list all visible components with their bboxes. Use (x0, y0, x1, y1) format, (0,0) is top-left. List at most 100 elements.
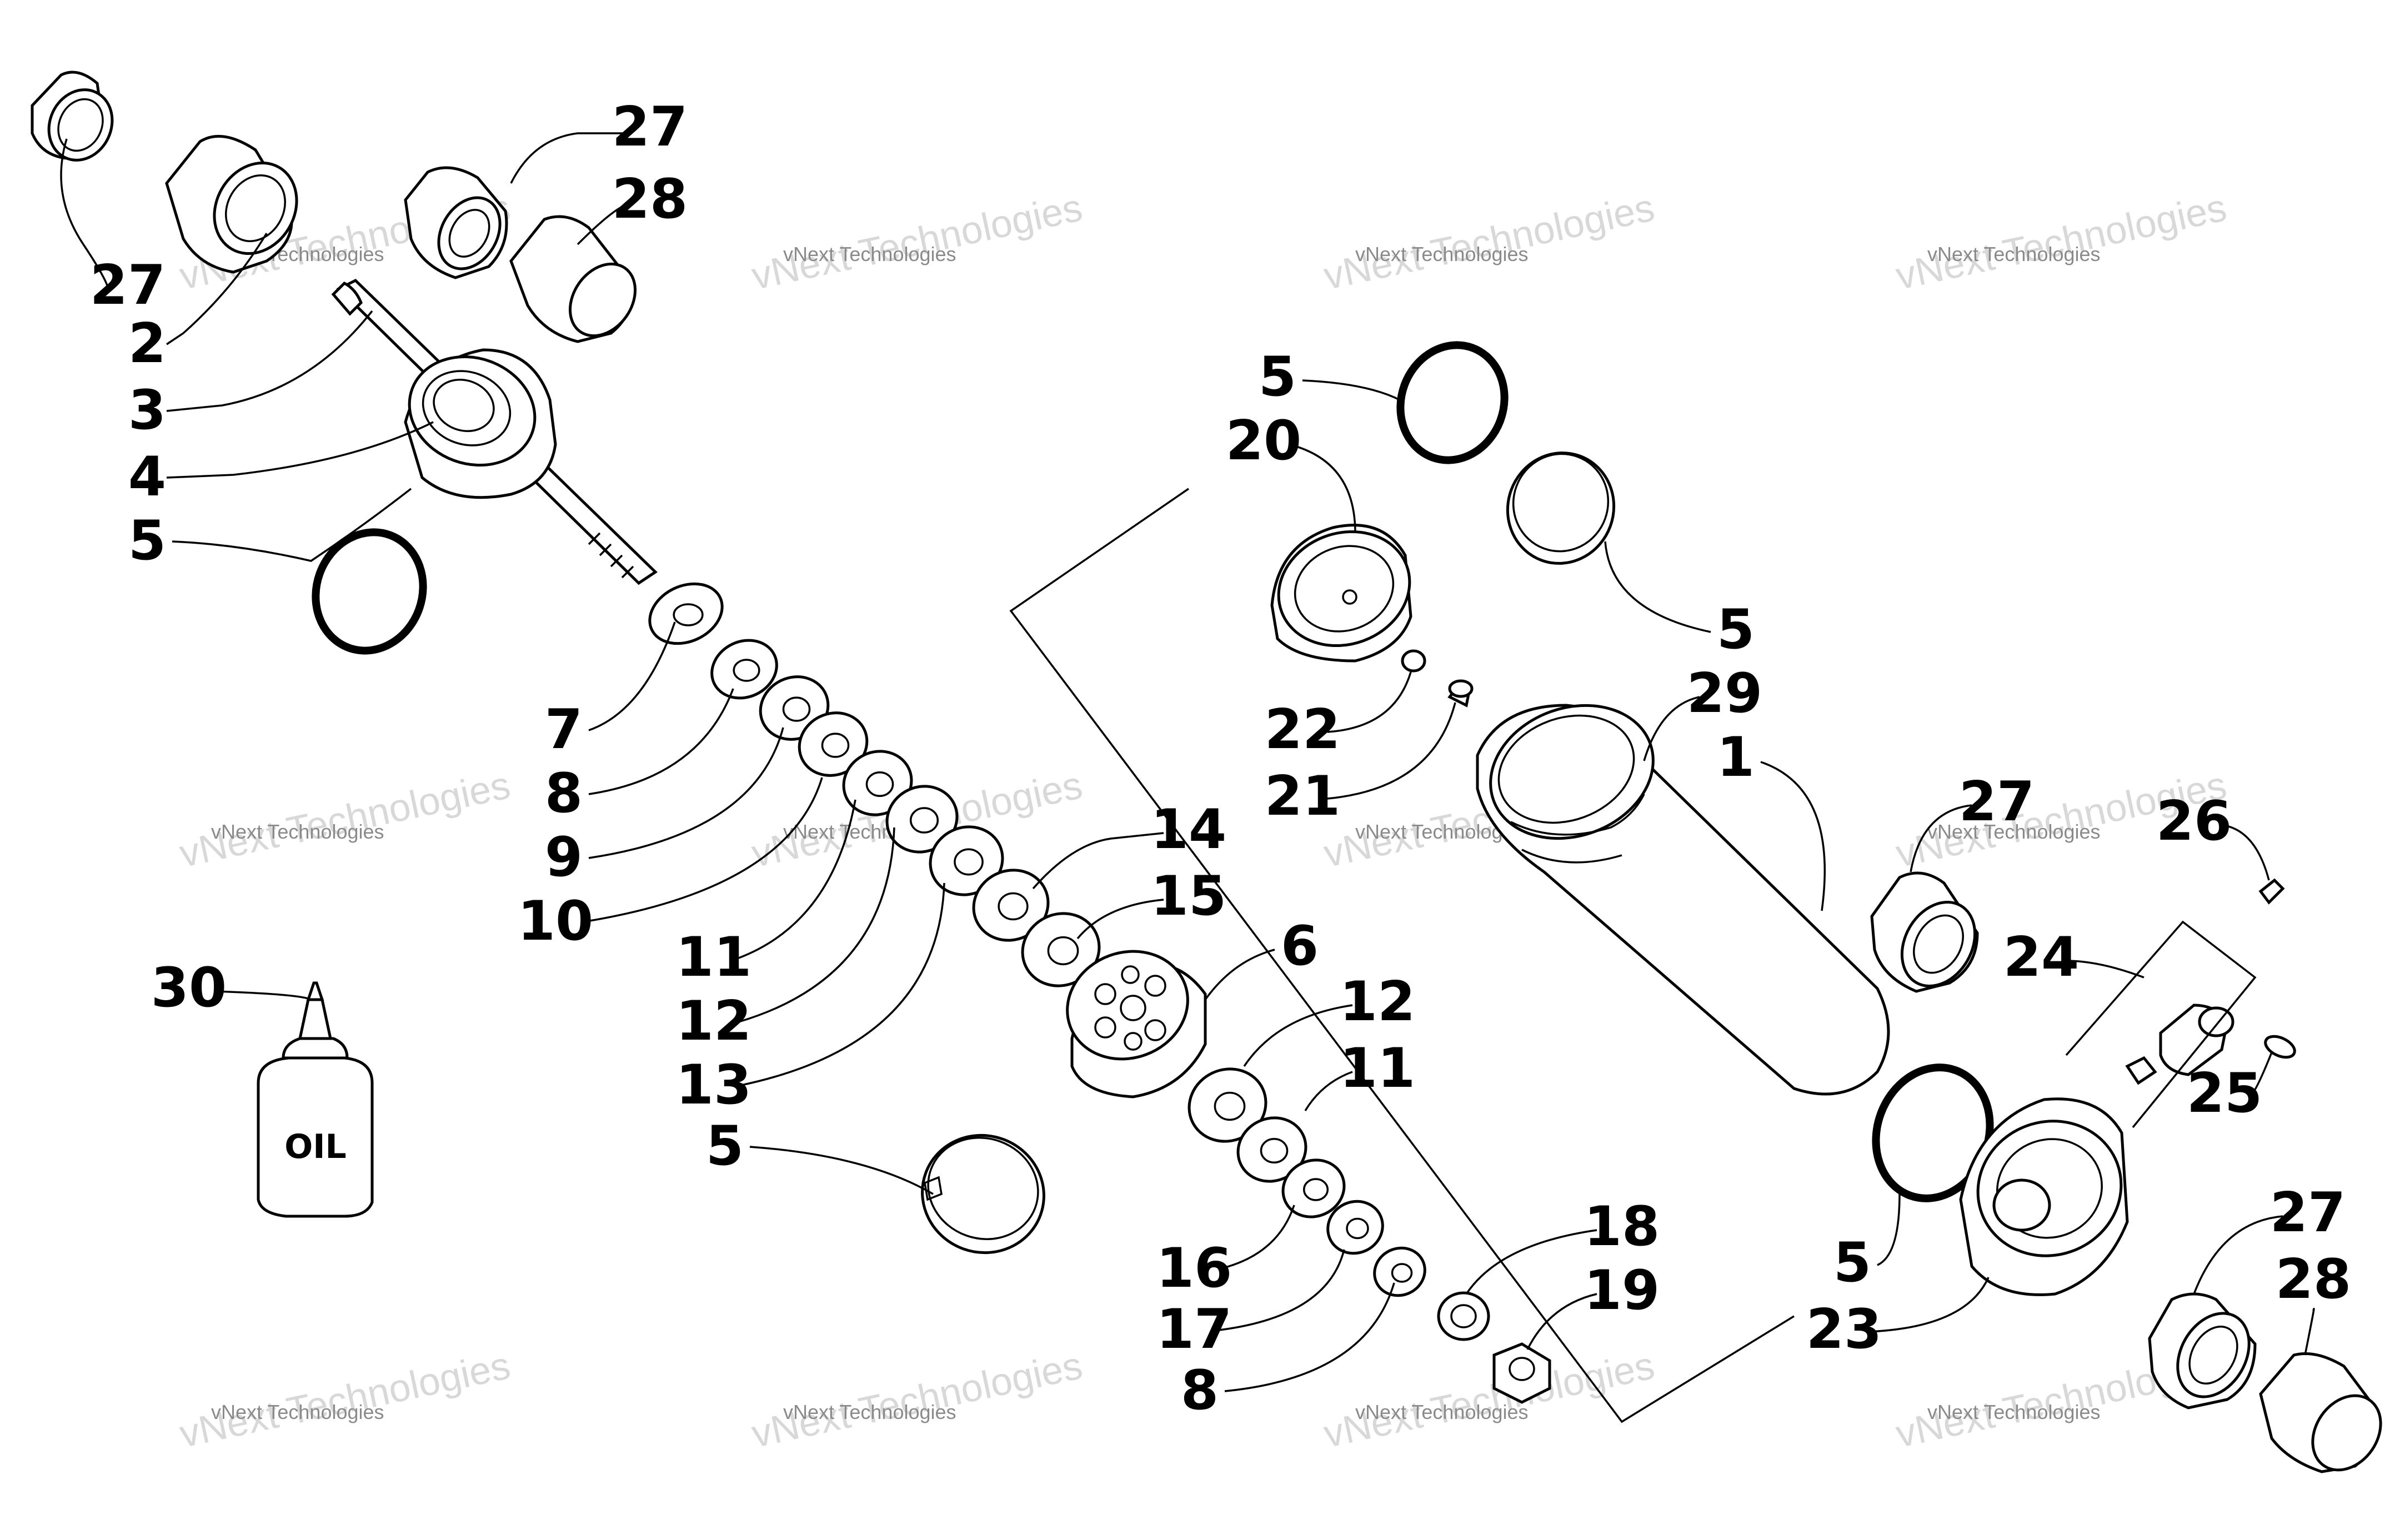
callout-2: 2 (128, 312, 166, 375)
callout-27: 27 (2270, 1181, 2346, 1245)
watermark-small: vNext Technologies (211, 820, 384, 843)
callout-14: 14 (1151, 798, 1226, 861)
bushing-27-top-left (31, 71, 114, 162)
watermark-small: vNext Technologies (783, 1401, 956, 1423)
leader-line-c11b (1304, 1071, 1353, 1111)
callout-5: 5 (128, 509, 166, 573)
watermark-small: vNext Technologies (1355, 1401, 1529, 1423)
washer-22 (1401, 649, 1426, 673)
callout-17: 17 (1156, 1298, 1232, 1361)
watermark-large: vNext Technologies (1320, 185, 1659, 298)
callout-18: 18 (1584, 1195, 1660, 1258)
watermark-large: vNext Technologies (748, 1343, 1086, 1456)
leader-line-c13 (738, 882, 945, 1087)
leader-line-c24 (2066, 960, 2145, 979)
leader-line-c5a (172, 488, 412, 562)
callout-9: 9 (545, 826, 583, 889)
leader-line-c4 (166, 421, 434, 479)
leader-line-c23 (1868, 1277, 1990, 1333)
callout-28: 28 (612, 168, 688, 231)
shim-washer (1373, 1246, 1426, 1297)
callout-20: 20 (1226, 409, 1301, 473)
shim-washer (1188, 1067, 1267, 1143)
piston-band-5-top (1506, 452, 1616, 565)
leader-line-c27b (510, 132, 625, 184)
leader-line-c28b (2304, 1307, 2315, 1356)
assembly-bracket (1009, 488, 1795, 1423)
leader-line-c11a (738, 799, 856, 959)
callout-5: 5 (706, 1115, 744, 1178)
bracket-24 (2065, 920, 2257, 1128)
leader-line-c19 (1526, 1293, 1597, 1350)
callout-11: 11 (1340, 1037, 1415, 1100)
leader-line-c22 (1327, 671, 1412, 733)
piston-band-5 (921, 1133, 1045, 1255)
callout-23: 23 (1806, 1298, 1882, 1361)
callout-24: 24 (2003, 926, 2079, 989)
watermark-small: vNext Technologies (1355, 243, 1529, 265)
callout-8: 8 (1181, 1359, 1219, 1422)
watermark-small: vNext Technologies (1927, 820, 2101, 843)
oil-label: OIL (284, 1127, 347, 1166)
leader-line-c27d (2193, 1215, 2283, 1295)
leader-lines (60, 132, 2315, 1392)
leader-line-c14 (1032, 832, 1164, 890)
bushing-27-top (404, 166, 508, 279)
leader-line-c5c (1302, 379, 1400, 401)
leader-line-c10 (583, 777, 823, 923)
callout-27: 27 (1959, 770, 2035, 834)
callout-5: 5 (1833, 1231, 1871, 1295)
leader-line-c5b (749, 1146, 934, 1195)
leader-line-c27a (60, 138, 109, 289)
screw-26 (2258, 878, 2285, 905)
shim-washer (1281, 1158, 1346, 1218)
callout-12: 12 (676, 990, 751, 1053)
callout-19: 19 (1584, 1259, 1660, 1322)
leader-line-c2 (166, 233, 268, 345)
callout-7: 7 (545, 698, 583, 761)
watermark-large: vNext Technologies (1320, 1343, 1659, 1456)
watermark-small: vNext Technologies (1927, 243, 2101, 265)
callout-25: 25 (2187, 1062, 2262, 1125)
leader-line-c29 (1643, 696, 1700, 761)
o-ring-5-top (1396, 341, 1509, 464)
leader-line-c20 (1288, 443, 1356, 534)
watermark-large: vNext Technologies (176, 1343, 514, 1456)
shim-washer (648, 582, 724, 645)
leader-line-c28a (577, 204, 625, 245)
watermark-large: vNext Technologies (176, 763, 514, 875)
leader-line-c18 (1465, 1229, 1597, 1295)
valve-21 (1447, 679, 1474, 708)
callout-28: 28 (2276, 1248, 2351, 1311)
callout-6: 6 (1281, 915, 1319, 978)
leader-line-c12a (738, 827, 895, 1023)
sleeve-28-bottom-right (2259, 1352, 2382, 1473)
o-ring-25 (2264, 1035, 2296, 1059)
shim-stack (648, 582, 1426, 1297)
eyelet-23 (1959, 1097, 2129, 1296)
callout-5: 5 (1717, 598, 1755, 661)
bushing-27-bottom-right (2148, 1292, 2257, 1409)
washer-18 (1437, 1291, 1490, 1341)
leader-line-c6 (1204, 949, 1275, 1001)
callout-13: 13 (676, 1054, 751, 1117)
sleeve-28-top (509, 215, 637, 343)
leader-line-c26 (2218, 824, 2270, 881)
bushing-27-right (1870, 871, 1979, 993)
leader-line-c3 (166, 310, 373, 412)
callout-22: 22 (1265, 698, 1340, 761)
callout-21: 21 (1265, 765, 1340, 828)
leader-line-c8b (1224, 1282, 1395, 1392)
watermark-large: vNext Technologies (748, 185, 1086, 298)
leader-line-c8a (588, 688, 734, 795)
callout-12: 12 (1340, 970, 1415, 1034)
leader-line-c7 (588, 621, 676, 731)
oil-bottle-30: OIL (257, 981, 374, 1218)
callout-labels: 2728272345789101112131415612115161781819… (90, 96, 2351, 1422)
shim-washer (1236, 1116, 1307, 1183)
callout-30: 30 (151, 956, 227, 1020)
callout-10: 10 (518, 890, 593, 953)
callout-3: 3 (128, 379, 166, 442)
leader-line-c27c (1910, 804, 1972, 872)
